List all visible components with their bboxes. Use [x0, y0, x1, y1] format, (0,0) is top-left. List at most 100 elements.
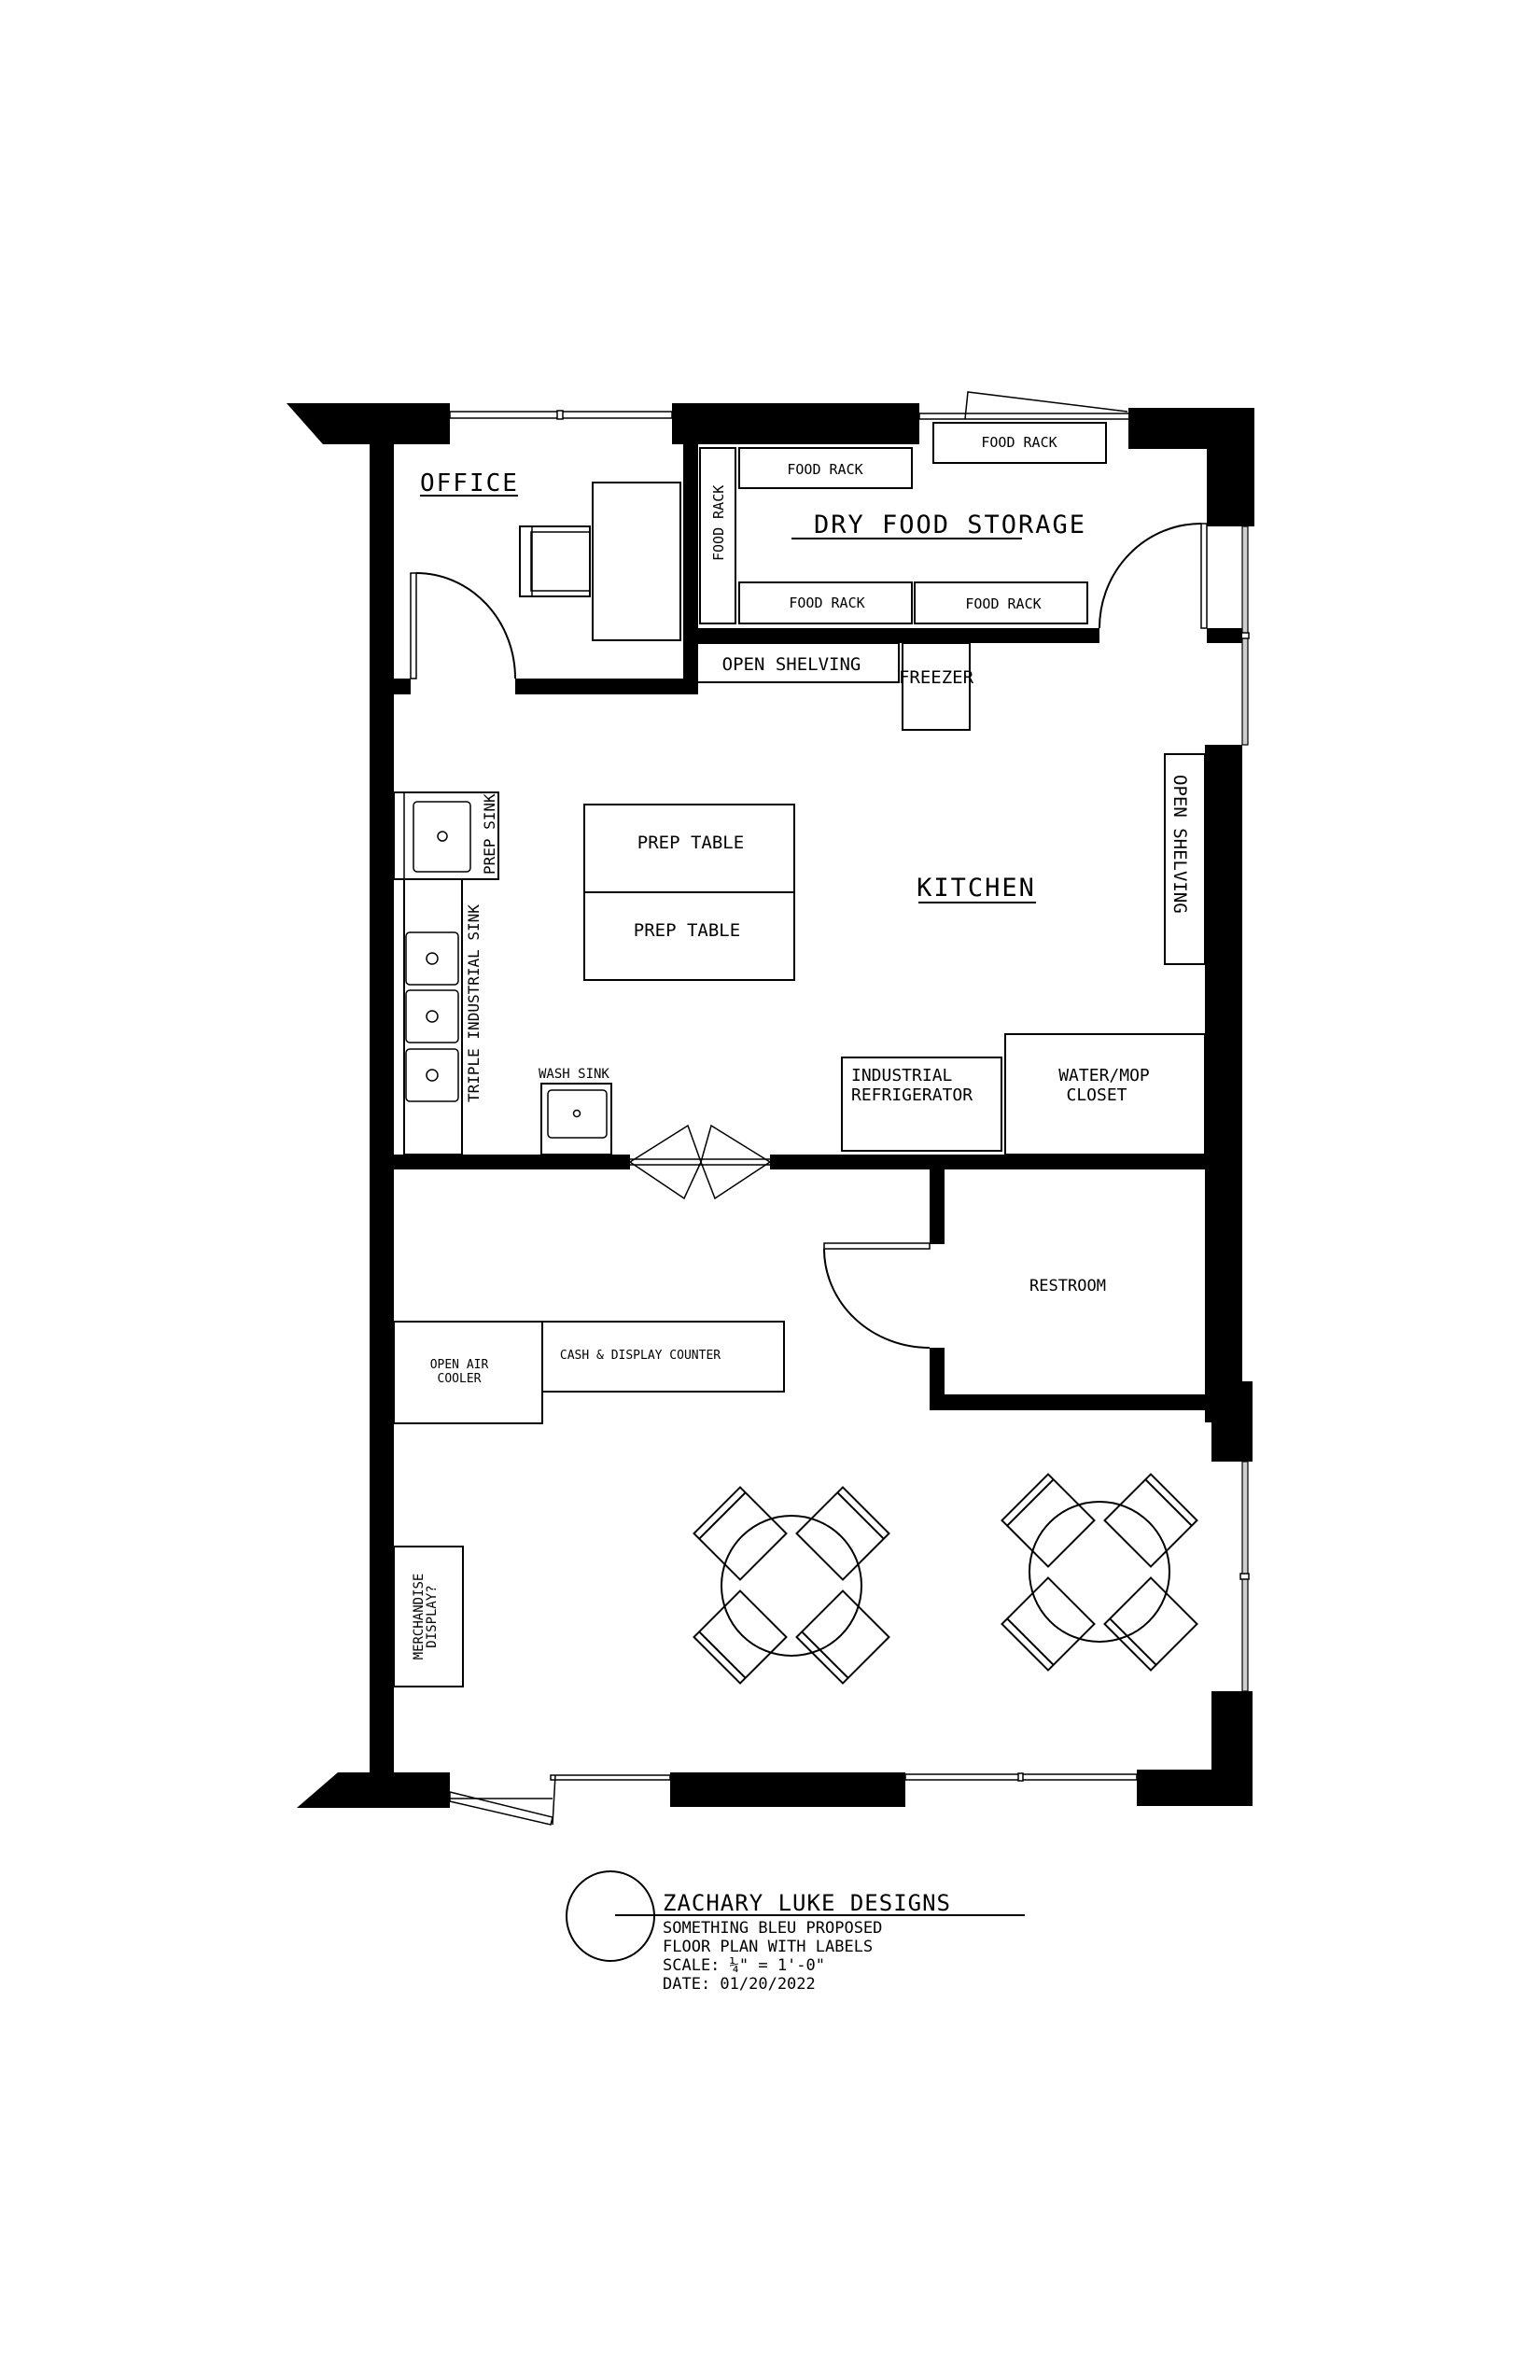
food-rack-label: FOOD RACK	[789, 595, 864, 611]
industrial-refrigerator	[841, 1057, 1002, 1152]
open-shelving-right-label: OPEN SHELVING	[1169, 775, 1190, 914]
doors	[410, 523, 1208, 1349]
dining-table	[721, 1515, 862, 1657]
wall-right-lower	[1211, 1381, 1253, 1462]
title-block: ZACHARY LUKE DESIGNS SOMETHING BLEU PROP…	[566, 1870, 1025, 1994]
freezer	[902, 642, 971, 731]
project-name: SOMETHING BLEU PROPOSED	[663, 1919, 882, 1938]
closet-label: WATER/MOP	[1058, 1066, 1150, 1085]
window-mullion	[556, 410, 564, 420]
food-rack-vertical	[699, 447, 736, 624]
entry-door-line	[552, 1774, 556, 1826]
restroom-door-leaf	[823, 1242, 931, 1250]
prep-table-label: PREP TABLE	[637, 833, 744, 853]
dry-storage-room: FOOD RACK FOOD RACK FOOD RACK FOOD RACK …	[699, 422, 1107, 624]
open-shelving-right	[1164, 753, 1206, 965]
window-mullion	[1239, 1573, 1250, 1580]
wall-bottom-middle	[670, 1772, 905, 1807]
room-label-kitchen: KITCHEN	[917, 874, 1036, 903]
wall-top-middle	[672, 403, 919, 444]
merch-label: MERCHANDISE	[412, 1574, 427, 1660]
food-rack-label: FOOD RACK	[965, 595, 1041, 612]
prep-table-label: PREP TABLE	[634, 920, 740, 941]
window-top-right	[918, 413, 1135, 420]
window-mullion	[1240, 632, 1250, 639]
scale-text: SCALE: ¼" = 1'-0"	[663, 1956, 825, 1975]
wall-dry-storage-bottom	[683, 628, 1099, 643]
prep-sink-label: PREP SINK	[481, 793, 498, 875]
office-chair	[519, 525, 591, 597]
food-rack	[738, 581, 913, 624]
cash-display-counter	[541, 1321, 785, 1393]
wall-bottom-left-corner	[297, 1772, 450, 1808]
wall-left	[370, 403, 394, 1775]
wall-office-bottom-right	[515, 679, 698, 694]
wall-kitchen-divider-left	[394, 1155, 630, 1169]
chair	[795, 1589, 890, 1685]
window-mullion	[1017, 1772, 1024, 1782]
front-of-house: OPEN AIR COOLER CASH & DISPLAY COUNTER M…	[393, 1321, 1198, 1687]
chair	[1103, 1473, 1198, 1568]
chair	[1001, 1473, 1096, 1568]
wall-restroom-left-upper	[930, 1169, 945, 1244]
exterior-door-top-swing	[964, 391, 1128, 420]
wash-sink-label: WASH SINK	[539, 1067, 609, 1082]
office-door-swing	[415, 572, 516, 679]
window-bottom-left	[550, 1774, 671, 1781]
office-door-leaf	[410, 572, 417, 679]
chair	[1103, 1576, 1198, 1672]
dining-table-set	[1001, 1473, 1198, 1672]
entry-door-leaf	[449, 1791, 553, 1826]
water-mop-closet	[1004, 1033, 1206, 1155]
wall-kitchen-divider-right	[770, 1155, 1205, 1169]
chair	[693, 1486, 788, 1581]
chair	[1001, 1576, 1096, 1672]
prep-table	[583, 891, 795, 981]
food-rack	[932, 422, 1107, 464]
counter-label: CASH & DISPLAY COUNTER	[560, 1349, 721, 1363]
office-room: OFFICE	[420, 469, 681, 641]
cooler-label: COOLER	[438, 1372, 482, 1386]
wall-office-bottom-left	[394, 679, 411, 694]
closet-label: CLOSET	[1066, 1085, 1127, 1105]
kitchen-room: OPEN SHELVING FREEZER OPEN SHELVING KITC…	[393, 642, 1206, 1155]
room-label-office: OFFICE	[420, 469, 519, 497]
wall-top-left-corner	[287, 403, 450, 444]
office-desk	[592, 482, 681, 641]
wall-restroom-bottom	[930, 1394, 1205, 1410]
refrigerator-label: REFRIGERATOR	[851, 1085, 973, 1105]
wall-right	[1205, 745, 1242, 1030]
wall-stub	[1207, 628, 1242, 643]
triple-industrial-sink	[403, 878, 463, 1155]
restroom: RESTROOM	[1029, 1277, 1106, 1295]
wash-sink	[540, 1083, 612, 1155]
triple-sink-label: TRIPLE INDUSTRIAL SINK	[465, 904, 483, 1102]
food-rack	[914, 581, 1088, 624]
chair	[693, 1589, 788, 1685]
food-rack	[738, 447, 913, 489]
dining-table	[1029, 1501, 1170, 1643]
wall-top-right-corner	[1128, 408, 1254, 526]
firm-name: ZACHARY LUKE DESIGNS	[663, 1890, 951, 1916]
room-label-dry-storage: DRY FOOD STORAGE	[814, 511, 1086, 539]
interior-walls	[394, 444, 1205, 1410]
refrigerator-label: INDUSTRIAL	[851, 1066, 953, 1085]
wall-right-lower	[1205, 1030, 1242, 1422]
merchandise-display	[393, 1546, 464, 1687]
merch-label: DISPLAY?	[425, 1585, 440, 1647]
cooler-label: OPEN AIR	[430, 1358, 489, 1372]
chair	[795, 1486, 890, 1581]
wall-bottom-right-corner	[1137, 1691, 1253, 1806]
room-label-restroom: RESTROOM	[1029, 1277, 1106, 1295]
sheet-name: FLOOR PLAN WITH LABELS	[663, 1938, 873, 1956]
food-rack-label: FOOD RACK	[981, 434, 1057, 451]
open-shelving-top	[691, 642, 900, 683]
freezer-label: FREEZER	[899, 667, 974, 688]
dining-table-set	[693, 1486, 890, 1685]
food-rack-label: FOOD RACK	[787, 461, 862, 478]
dry-storage-door-leaf	[1200, 523, 1208, 629]
open-shelving-top-label: OPEN SHELVING	[722, 654, 861, 675]
date-text: DATE: 01/20/2022	[663, 1975, 816, 1994]
dry-storage-door-swing	[1099, 523, 1202, 629]
